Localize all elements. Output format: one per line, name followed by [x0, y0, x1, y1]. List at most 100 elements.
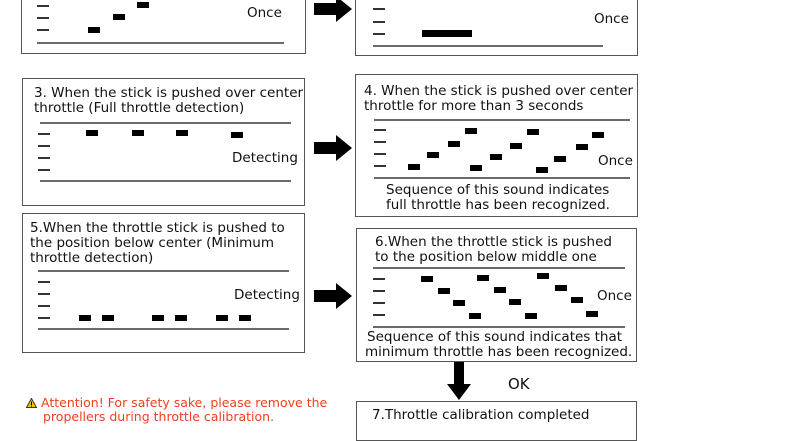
pitch-tick: [373, 278, 385, 280]
pitch-tick: [38, 281, 50, 283]
step-6-caption: minimum throttle has been recognized.: [365, 344, 633, 360]
arrow-right-icon: [314, 0, 352, 22]
step-3-title: throttle (Full throttle detection): [34, 100, 245, 116]
sound-note: [465, 128, 477, 134]
sound-note: [555, 285, 567, 291]
step-6-status: Once: [597, 288, 632, 304]
pitch-tick: [38, 293, 50, 295]
warning-triangle-icon: [25, 397, 38, 408]
safety-warning: Attention! For safety sake, please remov…: [25, 395, 328, 424]
sound-note: [509, 299, 521, 305]
sound-note: [536, 167, 548, 173]
sound-note: [576, 144, 588, 150]
sound-note: [592, 132, 604, 138]
sound-note: [469, 313, 481, 319]
pitch-tick: [38, 169, 50, 171]
divider: [40, 122, 291, 124]
pitch-tick: [374, 153, 386, 155]
divider: [374, 119, 630, 121]
pitch-tick: [37, 17, 49, 19]
step-6-caption: Sequence of this sound indicates that: [367, 329, 623, 345]
sound-note: [453, 300, 465, 306]
step-5-title: the position below center (Minimum: [30, 235, 274, 251]
step-5-status: Detecting: [234, 287, 300, 303]
sound-note-long: [422, 30, 472, 37]
step-5-title: 5.When the throttle stick is pushed to: [30, 220, 285, 236]
pitch-tick: [373, 290, 385, 292]
step-4-box: 4. When the stick is pushed over center …: [355, 74, 638, 217]
step-4-caption: full throttle has been recognized.: [386, 197, 610, 213]
step-1-box: Once: [21, 0, 306, 54]
sound-note: [427, 152, 439, 158]
sound-note: [79, 315, 91, 321]
pitch-tick: [38, 145, 50, 147]
sound-note: [438, 288, 450, 294]
sound-note: [494, 287, 506, 293]
sound-note: [448, 141, 460, 147]
sound-note: [537, 273, 549, 279]
sound-note: [175, 315, 187, 321]
sound-note: [239, 315, 251, 321]
sound-note: [132, 130, 144, 136]
step-1-status: Once: [247, 5, 282, 21]
pitch-tick: [373, 33, 385, 35]
step-7-title: 7.Throttle calibration completed: [372, 407, 590, 423]
step-3-status: Detecting: [232, 150, 298, 166]
arrow-right-icon: [314, 283, 352, 309]
sound-note: [525, 313, 537, 319]
step-5-box: 5.When the throttle stick is pushed to t…: [22, 213, 305, 353]
sound-note: [152, 315, 164, 321]
step-3-title: 3. When the stick is pushed over center: [34, 85, 304, 101]
pitch-tick: [374, 141, 386, 143]
sound-note: [477, 275, 489, 281]
pitch-tick: [373, 314, 385, 316]
step-5-title: throttle detection): [30, 250, 154, 266]
arrow-down-icon: [447, 362, 471, 400]
divider: [40, 180, 291, 182]
sound-note: [510, 143, 522, 149]
step-4-title: throttle for more than 3 seconds: [364, 98, 584, 114]
sound-note: [421, 276, 433, 282]
step-6-box: 6.When the throttle stick is pushed to t…: [356, 228, 637, 362]
divider: [37, 42, 284, 44]
sound-note: [216, 315, 228, 321]
step-4-status: Once: [598, 153, 633, 169]
step-3-box: 3. When the stick is pushed over center …: [22, 78, 305, 206]
step-4-title: 4. When the stick is pushed over center: [364, 83, 634, 99]
divider: [38, 270, 289, 272]
pitch-tick: [38, 305, 50, 307]
pitch-tick: [38, 317, 50, 319]
sound-note: [176, 130, 188, 136]
pitch-tick: [373, 302, 385, 304]
divider: [374, 177, 630, 179]
sound-note: [470, 165, 482, 171]
sound-note: [527, 129, 539, 135]
sound-note: [571, 297, 583, 303]
arrow-right-icon: [314, 135, 352, 161]
step-2-status: Once: [594, 11, 629, 27]
divider: [373, 45, 603, 47]
pitch-tick: [38, 157, 50, 159]
sound-note: [137, 2, 149, 8]
sound-note: [102, 315, 114, 321]
sound-note: [490, 154, 502, 160]
pitch-tick: [374, 129, 386, 131]
step-6-title: to the position below middle one: [375, 249, 597, 265]
pitch-tick: [38, 133, 50, 135]
warning-line-1: Attention! For safety sake, please remov…: [41, 395, 328, 410]
pitch-tick: [37, 29, 49, 31]
warning-line-2: propellers during throttle calibration.: [43, 409, 275, 424]
step-6-title: 6.When the throttle stick is pushed: [375, 234, 612, 250]
pitch-tick: [374, 165, 386, 167]
sound-note: [86, 130, 98, 136]
sound-note: [408, 164, 420, 170]
divider: [38, 328, 289, 330]
divider: [373, 267, 625, 269]
sound-note: [231, 132, 243, 138]
sound-note: [88, 27, 100, 33]
step-2-box: Once: [355, 0, 638, 56]
pitch-tick: [373, 21, 385, 23]
step-4-caption: Sequence of this sound indicates: [386, 182, 610, 198]
sound-note: [586, 311, 598, 317]
ok-label: OK: [508, 375, 530, 393]
